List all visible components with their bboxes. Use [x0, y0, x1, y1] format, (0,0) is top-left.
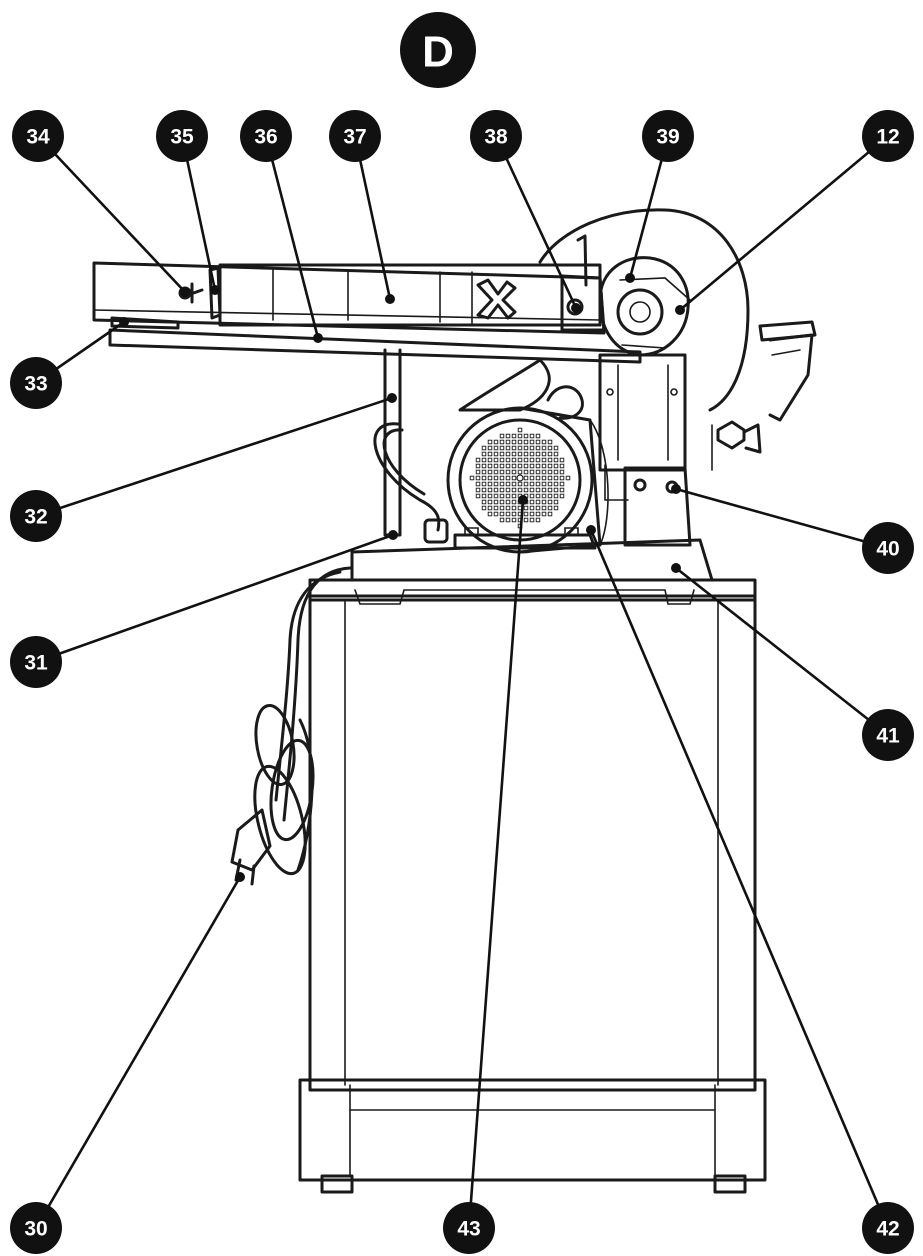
callout-34: 34 — [12, 110, 64, 162]
tilt-housing — [604, 464, 692, 547]
callout-42-label: 42 — [876, 1218, 899, 1241]
callout-37-label: 37 — [343, 126, 366, 149]
callout-36: 36 — [240, 110, 292, 162]
callout-32-label: 32 — [24, 506, 47, 529]
callout-36-label: 36 — [254, 126, 277, 149]
callout-38: 38 — [470, 110, 522, 162]
belt-tension-knob — [476, 278, 517, 320]
figure-letter-badge: D — [400, 12, 476, 88]
callout-43-label: 43 — [457, 1218, 480, 1241]
motor-cable — [373, 422, 449, 544]
callout-32: 32 — [10, 490, 62, 542]
power-cord — [253, 566, 352, 876]
callout-41: 41 — [862, 709, 914, 761]
leader-lines — [34, 135, 890, 1229]
callout-40: 40 — [862, 522, 914, 574]
callout-30-label: 30 — [24, 1218, 47, 1241]
sanding-disc-guard — [538, 208, 750, 412]
pulley-guard — [560, 234, 606, 332]
callout-12-label: 12 — [876, 126, 899, 149]
callout-33-label: 33 — [24, 373, 47, 396]
callout-39-label: 39 — [656, 126, 679, 149]
callout-38-label: 38 — [484, 126, 508, 149]
callout-35-label: 35 — [170, 126, 194, 149]
callout-40-label: 40 — [876, 538, 899, 561]
table-lock-knob — [711, 420, 762, 471]
leader-endpoints — [119, 273, 685, 882]
callout-33: 33 — [10, 357, 62, 409]
callout-34-label: 34 — [26, 126, 50, 149]
callout-43: 43 — [443, 1202, 495, 1254]
callout-37: 37 — [329, 110, 381, 162]
callout-39: 39 — [642, 110, 694, 162]
figure-letter: D — [422, 28, 454, 77]
callout-42: 42 — [862, 1202, 914, 1254]
wrench-bracket — [458, 358, 584, 420]
callout-31: 31 — [10, 636, 62, 688]
cabinet-stand — [298, 594, 767, 1194]
motor-fan-grille — [469, 427, 571, 529]
callout-35: 35 — [156, 110, 208, 162]
callout-12: 12 — [862, 110, 914, 162]
callout-41-label: 41 — [876, 725, 900, 748]
callout-30: 30 — [10, 1202, 62, 1254]
disc-table — [758, 320, 817, 422]
motor-mount-bracket — [453, 527, 597, 550]
callout-31-label: 31 — [24, 652, 48, 675]
belt-arm — [92, 261, 642, 364]
